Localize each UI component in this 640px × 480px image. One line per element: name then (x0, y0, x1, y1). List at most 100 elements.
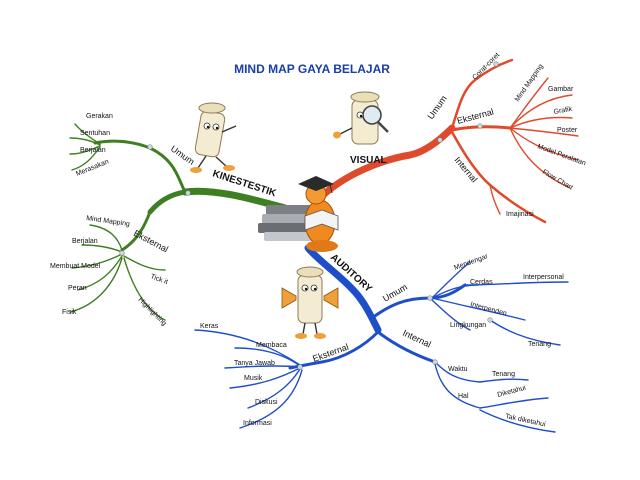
auditory-internal-branch (376, 330, 437, 364)
scroll-leg (314, 322, 318, 335)
auditory-umum-leaf-4 (431, 297, 526, 321)
branch-node-dots (119, 61, 499, 370)
kinestetik-umum-item-3: Berjalan (80, 147, 106, 154)
kinestetik-eksternal-item-4: Peran (68, 285, 87, 292)
kinestetik-eksternal-item-3: Membuat Model (50, 263, 101, 270)
kinestetik-umum-item-2: Sentuhan (80, 130, 110, 137)
visual-eksternal-item-3: Grafik (553, 106, 573, 116)
visual-eksternal-item-1: Mind Mapping (514, 63, 545, 103)
node-dot (493, 61, 499, 67)
book-stack-icon (266, 205, 316, 215)
kinestetik-eksternal-item-2: Berjalan (72, 238, 98, 245)
auditory-eksternal-item-6: Informasi (243, 420, 272, 427)
scroll-pupil (359, 114, 363, 118)
kinestetik-eksternal-branch (120, 210, 152, 252)
node-dot (297, 364, 303, 370)
auditory-umum-item-5: Lingkungan (450, 322, 486, 329)
auditory-eksternal-leaf-5 (247, 368, 301, 409)
scroll-eye (356, 111, 364, 119)
node-dot (147, 144, 153, 150)
kinestetik-eksternal-leaf-7 (123, 257, 166, 321)
auditory-internal-item-2: Tenang (492, 371, 515, 378)
auditory-branch (194, 244, 569, 433)
megaphone-icon (281, 287, 297, 309)
scroll-pupil (215, 126, 219, 130)
auditory-eksternal-leaf-1 (194, 329, 301, 366)
auditory-eksternal-leaf-3 (224, 365, 301, 369)
student-reading-icon (258, 176, 339, 252)
scroll-top-roll (198, 102, 226, 114)
auditory-umum-item-6: Tenang (528, 341, 551, 348)
auditory-internal-item-3: Hal (458, 393, 469, 400)
visual-eksternal-leaf-2 (509, 94, 573, 129)
scroll-top-roll (296, 266, 324, 278)
scroll-body (194, 110, 226, 158)
auditory-eksternal-leaf-2 (234, 347, 301, 367)
book-stack-icon (258, 223, 318, 233)
open-book-icon (304, 209, 339, 231)
book-stack-icon (262, 214, 318, 224)
kinestetik-eksternal-leaf-5 (69, 257, 123, 313)
visual-eksternal-leaf-5 (509, 127, 579, 161)
megaphone-scroll-character-icon (281, 266, 339, 339)
visual-main-branch (318, 124, 456, 200)
kinestetik-eksternal-leaf-4 (77, 255, 123, 291)
auditory-umum-item-2: Cerdas (470, 279, 493, 286)
auditory-umum-leaf-1 (431, 261, 471, 299)
auditory-eksternal-item-1: Keras (200, 323, 219, 330)
auditory-eksternal-leaf-4 (229, 367, 301, 389)
visual-umum-label: Umum (425, 94, 448, 121)
kinestetik-eksternal-item-6: Tick it (149, 273, 168, 286)
visual-eksternal-item-5: Model Peralatan (536, 143, 586, 167)
auditory-internal-item-4: Diketahui (497, 385, 527, 399)
auditory-umum-item-4: Interpenden (469, 301, 507, 317)
auditory-eksternal-item-4: Musik (244, 375, 263, 382)
visual-eksternal-item-2: Gambar (548, 86, 574, 93)
scroll-shoe (314, 333, 326, 339)
book-stack-icon (264, 232, 318, 241)
node-dot (437, 137, 443, 143)
visual-eksternal-item-4: Poster (557, 127, 578, 134)
scroll-shoe (190, 167, 202, 173)
magnifier-handle (377, 121, 389, 133)
auditory-internal-leaf-5 (479, 409, 556, 433)
auditory-internal-leaf-3 (434, 363, 481, 409)
scroll-pupil (206, 125, 210, 129)
scroll-pupil (304, 287, 308, 291)
auditory-eksternal-item-2: Membaca (256, 342, 287, 349)
auditory-internal-item-1: Waktu (448, 366, 468, 373)
kinestetik-eksternal-label: Eksternal (132, 228, 170, 254)
scroll-body (297, 274, 323, 324)
scroll-pupil (313, 287, 317, 291)
scroll-arm (221, 125, 237, 133)
scroll-top-roll (350, 91, 380, 103)
kinestetik-eksternal-item-1: Mind Mapping (86, 215, 131, 228)
kinestetik-main-branch-tail (147, 189, 188, 215)
scroll-eye (203, 122, 211, 130)
auditory-umum-leaf-5 (431, 299, 471, 331)
visual-eksternal-leaf-6 (509, 127, 571, 189)
graduation-cap-icon (298, 176, 334, 191)
auditory-internal-leaf-2 (479, 378, 529, 383)
visual-internal-leaf-1 (489, 184, 501, 215)
kinestetik-umum-item-1: Gerakan (86, 113, 113, 120)
kinestetik-eksternal-leaf-2 (81, 244, 123, 253)
magnifier-scroll-character-icon (333, 91, 389, 145)
node-dot (432, 359, 438, 365)
scroll-leg (197, 155, 207, 169)
node-dot (477, 123, 483, 129)
scroll-shoe (223, 165, 235, 171)
visual-eksternal-item-6: Flow Chart (541, 169, 574, 192)
kinestetik-eksternal-leaf-1 (89, 224, 123, 251)
scroll-leg (215, 156, 227, 167)
auditory-umum-item-1: Mendengar (453, 253, 489, 272)
auditory-eksternal-leaf-6 (239, 369, 303, 429)
auditory-eksternal-item-3: Tanya Jawab (234, 360, 275, 367)
auditory-umum-leaf-6 (489, 319, 561, 346)
auditory-internal-label: Internal (401, 328, 432, 350)
auditory-eksternal-item-5: Diskusi (255, 399, 278, 406)
magnifier-lens-icon (362, 105, 382, 125)
kinestetik-eksternal-leaf-6 (123, 255, 166, 271)
node-dot (487, 317, 493, 323)
